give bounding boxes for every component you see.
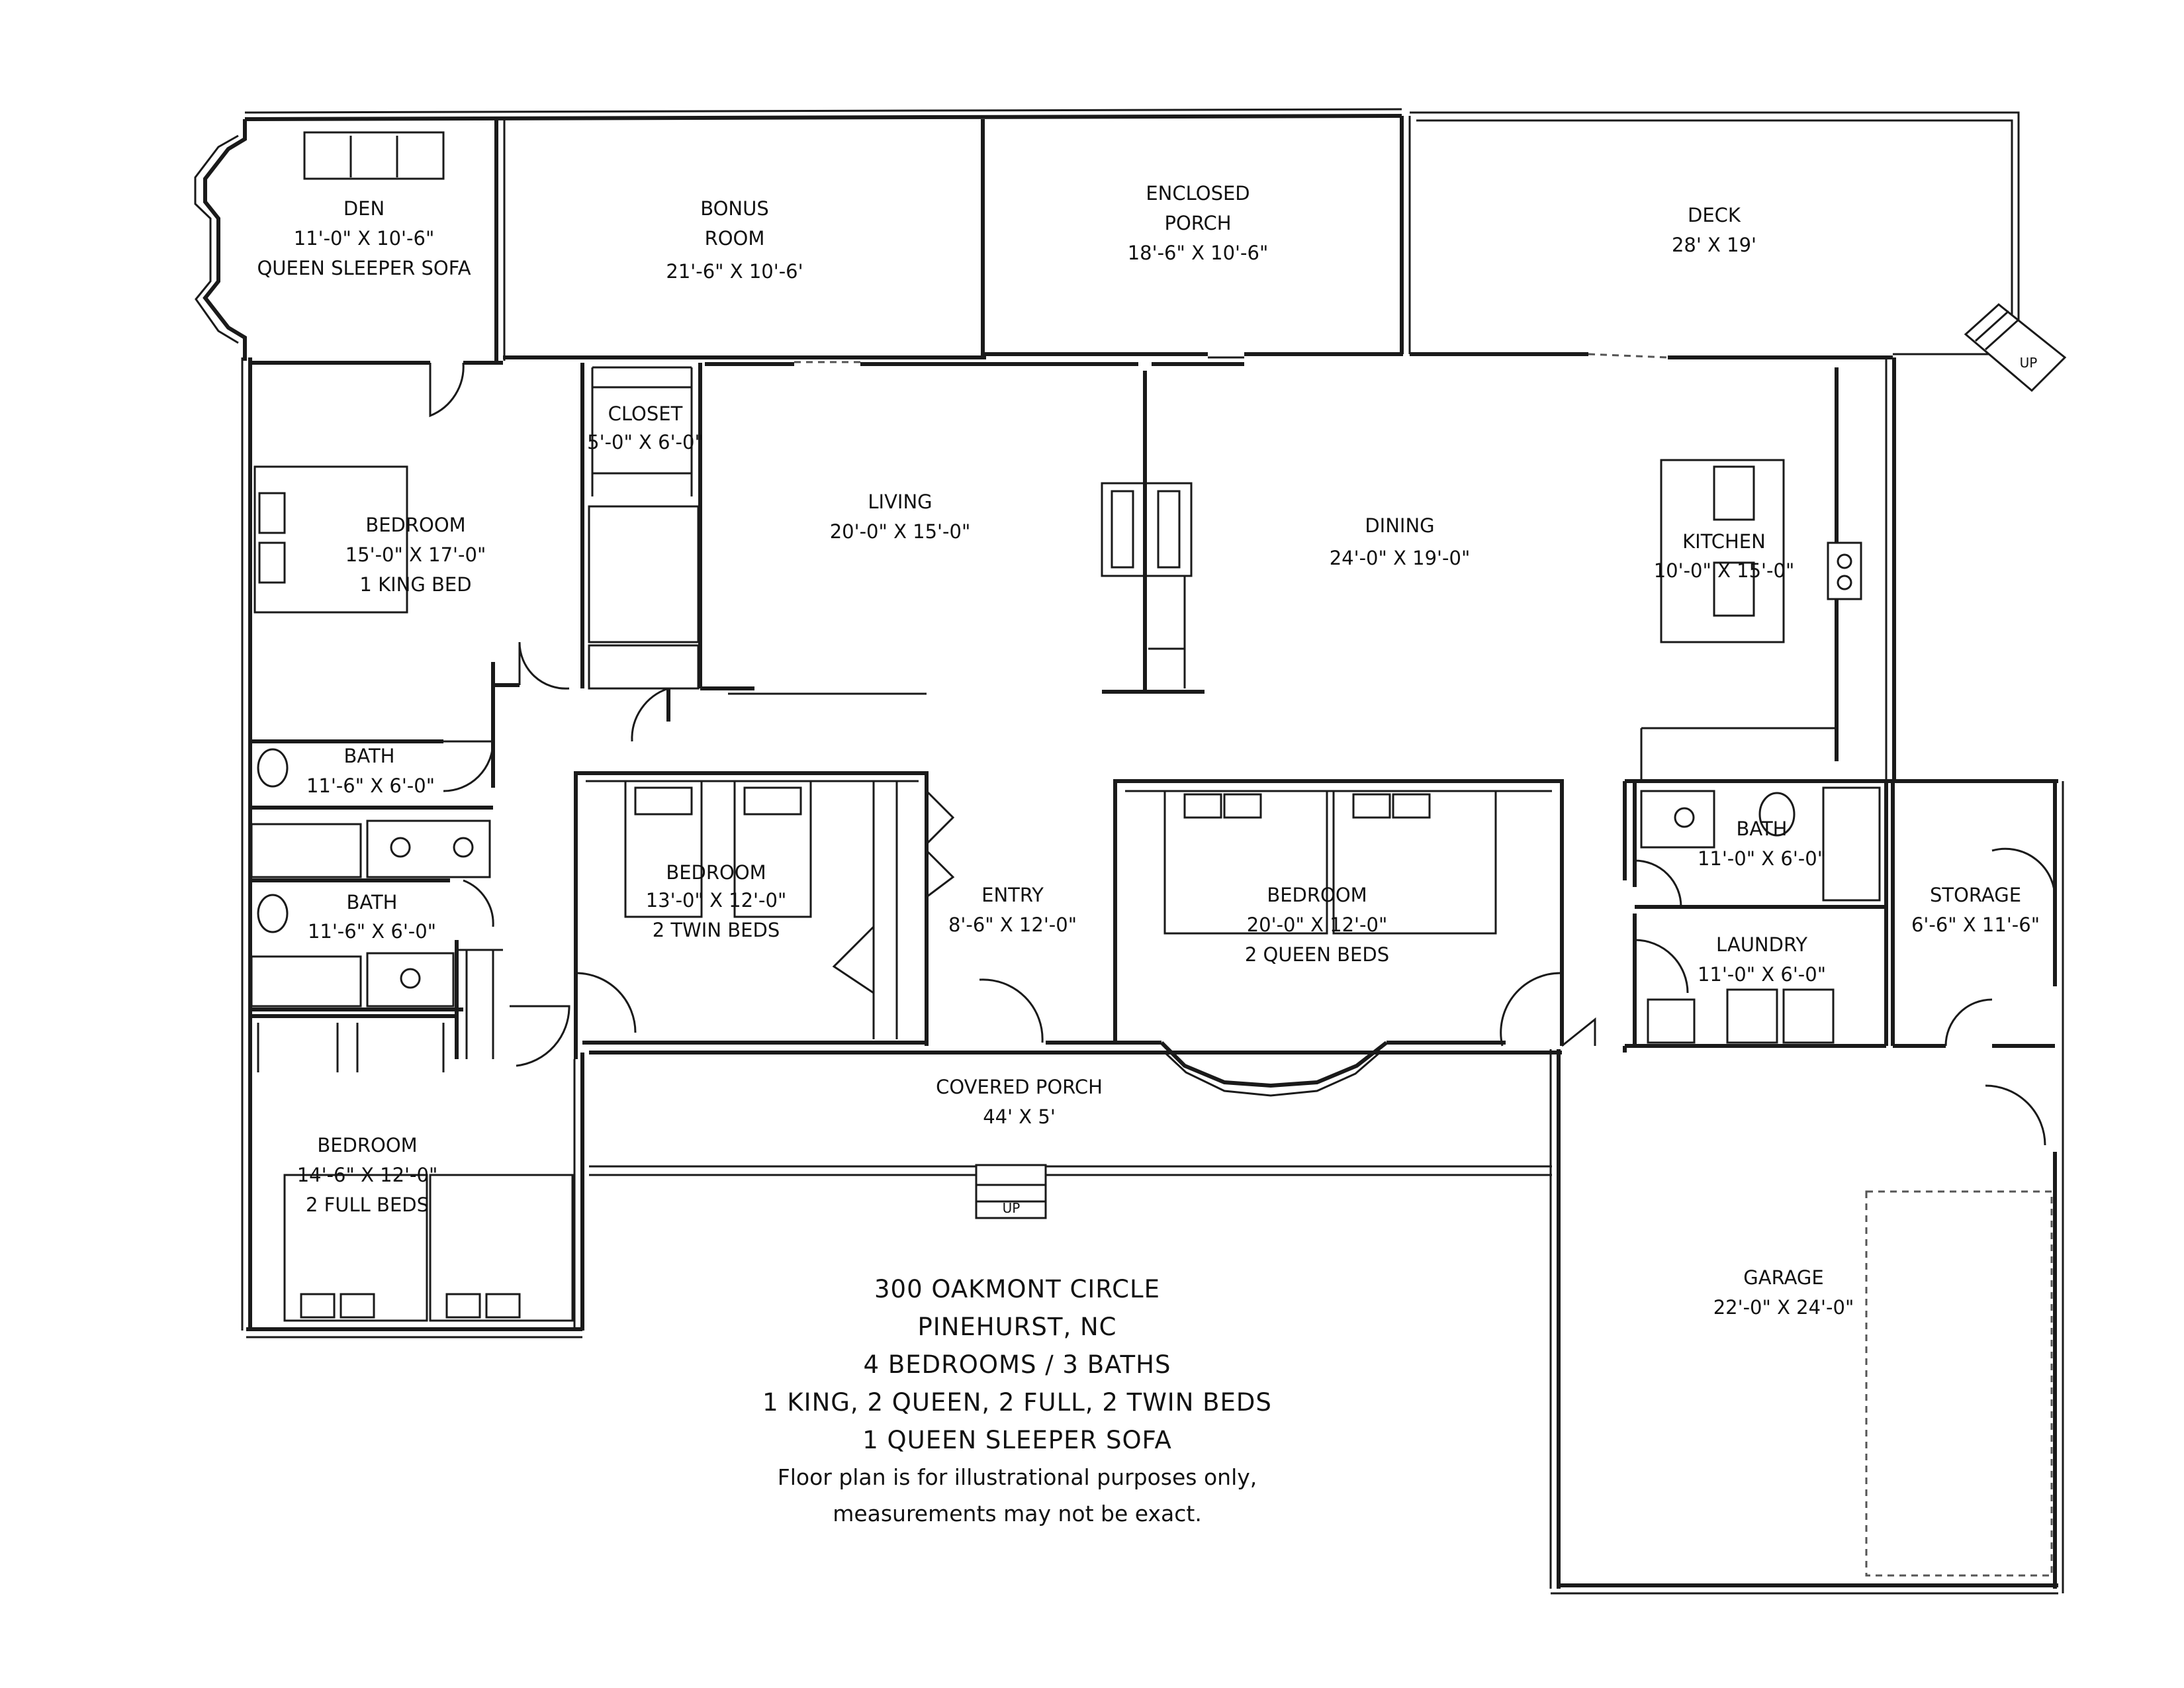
bedroom-twin-size: 13'-0" X 12'-0": [646, 889, 787, 912]
laundry-name: LAUNDRY: [1716, 933, 1807, 956]
beds-line: 1 KING, 2 QUEEN, 2 FULL, 2 TWIN BEDS: [762, 1388, 1272, 1417]
bedroom-queen-size: 20'-0" X 12'-0": [1247, 914, 1388, 936]
covered-porch-name: COVERED PORCH: [936, 1076, 1103, 1098]
dining-name: DINING: [1365, 514, 1434, 537]
room-labels: DEN 11'-0" X 10'-6" QUEEN SLEEPER SOFA B…: [257, 182, 2040, 1319]
entry-name: ENTRY: [981, 884, 1044, 906]
laundry-size: 11'-0" X 6'-0": [1698, 963, 1826, 986]
bedroom-twin-note: 2 TWIN BEDS: [653, 919, 780, 941]
bedroom-full-size: 14'-6" X 12'-0": [297, 1164, 438, 1186]
bedroom-full-name: BEDROOM: [317, 1134, 417, 1156]
den-note: QUEEN SLEEPER SOFA: [257, 257, 471, 279]
bath-1-name: BATH: [343, 745, 394, 767]
enclosed-porch-name-2: PORCH: [1164, 212, 1231, 234]
kitchen-size: 10'-0" X 15'-0": [1654, 559, 1795, 582]
bonus-name-2: ROOM: [705, 227, 765, 250]
garage-name: GARAGE: [1743, 1266, 1823, 1289]
sofa-line: 1 QUEEN SLEEPER SOFA: [862, 1426, 1172, 1454]
entry-size: 8'-6" X 12'-0": [948, 914, 1077, 936]
deck-name: DECK: [1688, 204, 1741, 226]
bedroom-king-size: 15'-0" X 17'-0": [345, 543, 486, 566]
deck-size: 28' X 19': [1672, 234, 1756, 256]
city-line: PINEHURST, NC: [917, 1313, 1116, 1341]
bath-3-size: 11'-0" X 6'-0": [1698, 847, 1826, 870]
summary-line: 4 BEDROOMS / 3 BATHS: [864, 1350, 1171, 1379]
dining-size: 24'-0" X 19'-0": [1330, 547, 1471, 569]
bedroom-queen-name: BEDROOM: [1267, 884, 1367, 906]
garage-size: 22'-0" X 24'-0": [1713, 1296, 1854, 1319]
bedroom-queen-note: 2 QUEEN BEDS: [1245, 943, 1389, 966]
fixtures: [250, 131, 2067, 1322]
bath-3-name: BATH: [1736, 818, 1787, 840]
bath-2-size: 11'-6" X 6'-0": [308, 920, 436, 943]
property-info: 300 OAKMONT CIRCLE PINEHURST, NC 4 BEDRO…: [762, 1275, 1272, 1526]
closet-size: 5'-0" X 6'-0": [587, 431, 704, 453]
bath-2-name: BATH: [346, 891, 397, 914]
kitchen-name: KITCHEN: [1682, 530, 1766, 553]
bedroom-twin-name: BEDROOM: [666, 861, 766, 884]
deck-stairs-label: UP: [2020, 355, 2038, 371]
covered-porch-size: 44' X 5': [983, 1105, 1056, 1128]
address-line: 300 OAKMONT CIRCLE: [874, 1275, 1160, 1303]
enclosed-porch-size: 18'-6" X 10'-6": [1128, 242, 1269, 264]
porch-stairs-label: UP: [1003, 1200, 1021, 1216]
disclaimer-line-2: measurements may not be exact.: [833, 1501, 1202, 1526]
bath-1-size: 11'-6" X 6'-0": [306, 774, 435, 797]
storage-size: 6'-6" X 11'-6": [1911, 914, 2040, 936]
den-name: DEN: [343, 197, 385, 220]
den-size: 11'-0" X 10'-6": [294, 227, 435, 250]
bonus-name-1: BONUS: [700, 197, 769, 220]
living-size: 20'-0" X 15'-0": [830, 520, 971, 543]
disclaimer-line-1: Floor plan is for illustrational purpose…: [778, 1464, 1257, 1490]
bedroom-king-note: 1 KING BED: [359, 573, 471, 596]
storage-name: STORAGE: [1930, 884, 2021, 906]
bedroom-king-name: BEDROOM: [365, 514, 465, 536]
bedroom-full-note: 2 FULL BEDS: [306, 1194, 429, 1216]
enclosed-porch-name-1: ENCLOSED: [1146, 182, 1250, 205]
bonus-size: 21'-6" X 10'-6': [666, 260, 803, 283]
living-name: LIVING: [868, 491, 932, 513]
doors: [429, 353, 2056, 1146]
walls: [194, 108, 2064, 1595]
closet-name: CLOSET: [608, 402, 683, 425]
